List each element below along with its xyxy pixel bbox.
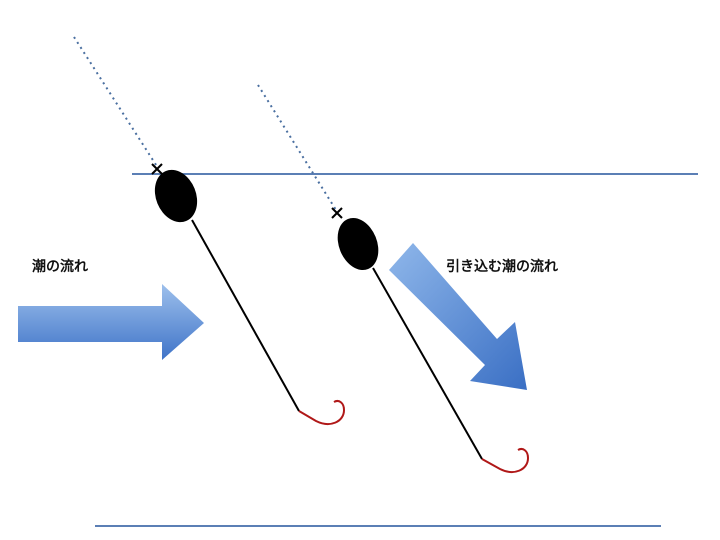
left-fishing-line — [191, 219, 300, 412]
pulling-current-arrow-icon — [389, 243, 527, 390]
left-dotted-line — [73, 36, 159, 169]
left-hook-icon — [298, 400, 346, 425]
current-arrow-icon — [18, 284, 204, 360]
right-swivel-icon — [331, 207, 343, 219]
right-hook-icon — [481, 448, 530, 473]
right-float-icon — [337, 217, 379, 271]
right-fishing-line — [372, 267, 483, 460]
left-swivel-icon — [151, 163, 163, 175]
left-float-icon — [154, 169, 198, 223]
right-dotted-line — [257, 84, 337, 211]
pulling-current-label: 引き込む潮の流れ — [446, 258, 558, 275]
current-label: 潮の流れ — [32, 258, 88, 275]
